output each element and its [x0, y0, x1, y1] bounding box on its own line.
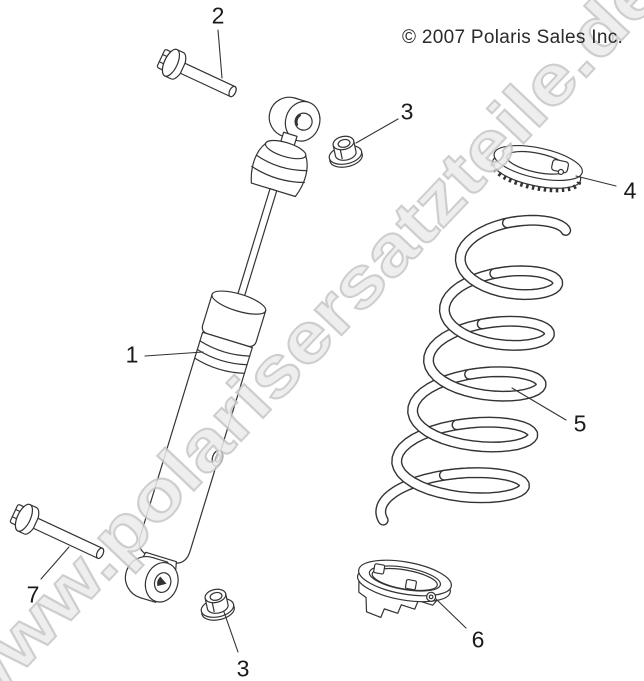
lower-bolt-drawing [9, 503, 105, 560]
callout-label-1: 1 [125, 341, 139, 368]
shock-absorber-drawing [124, 96, 321, 603]
callout-label-3-upper: 3 [400, 98, 414, 125]
leader-line-3-lower [223, 611, 239, 653]
callout-label-3-lower: 3 [236, 655, 250, 681]
callout-label-7: 7 [26, 581, 40, 608]
coil-spring-drawing [375, 214, 572, 526]
leader-line-7 [40, 546, 70, 580]
leader-line-6 [435, 598, 467, 629]
lower-flange-nut-drawing [200, 588, 235, 621]
leader-line-2 [217, 29, 223, 79]
upper-spring-retainer-drawing [490, 145, 583, 193]
lower-spring-retainer-drawing [356, 559, 452, 618]
leader-line-5 [511, 387, 567, 421]
leader-line-4 [575, 175, 617, 187]
callout-label-4: 4 [623, 177, 637, 204]
leader-line-3-upper [355, 118, 399, 144]
upper-bolt-drawing [156, 48, 237, 98]
callout-label-6: 6 [471, 626, 485, 653]
copyright-text: © 2007 Polaris Sales Inc. [402, 27, 624, 48]
leader-lines [40, 29, 617, 653]
callout-label-5: 5 [573, 410, 587, 437]
callout-label-2: 2 [211, 2, 225, 29]
upper-flange-nut-drawing [328, 135, 363, 168]
leader-line-1 [144, 351, 204, 357]
